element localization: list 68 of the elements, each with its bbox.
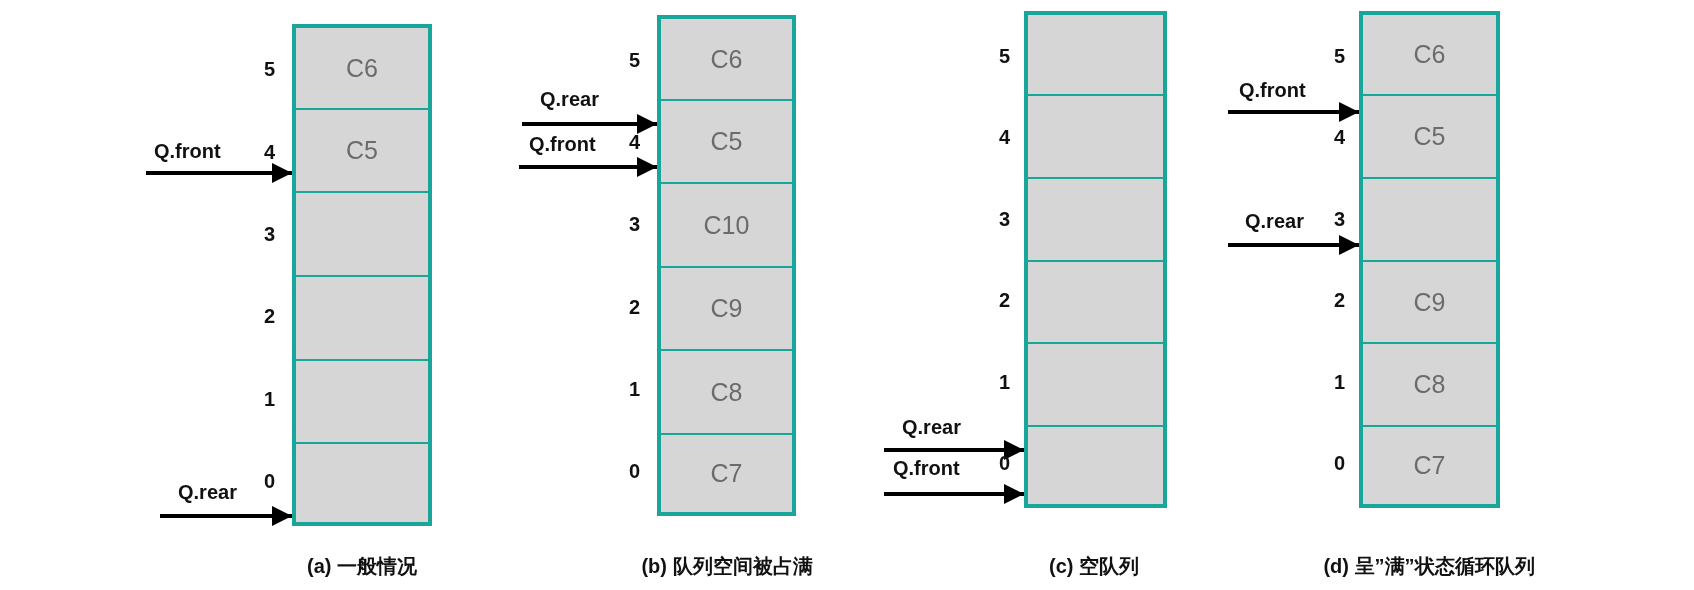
arrow: [519, 157, 657, 177]
queue-cell: [1024, 425, 1167, 508]
queue-cell: C8: [657, 349, 796, 433]
queue-cell: C7: [1359, 425, 1500, 508]
arrow: [1228, 235, 1359, 255]
row-number: 3: [999, 206, 1011, 231]
queue-cell: [1359, 177, 1500, 260]
edge-label: Q.rear: [178, 480, 237, 504]
queue-cell: C5: [292, 108, 432, 191]
row-number: 0: [1334, 451, 1346, 476]
row-number: 3: [629, 212, 641, 237]
queue-cell: C10: [657, 182, 796, 266]
caption: (d) 呈”满”状态循环队列: [1323, 554, 1535, 578]
arrow: [1228, 102, 1359, 122]
queue-cell: C8: [1359, 342, 1500, 425]
queue-cell: C6: [292, 24, 432, 108]
row-number: 0: [999, 451, 1011, 476]
queue-cell: [292, 191, 432, 275]
queue-cell: C6: [1359, 11, 1500, 94]
queue-cell: [1024, 260, 1167, 342]
row-number: 0: [629, 458, 641, 483]
queue-cell: [292, 359, 432, 442]
queue-cell: [1024, 11, 1167, 94]
arrow: [522, 114, 657, 134]
arrow: [884, 440, 1024, 460]
queue-cell: C5: [1359, 94, 1500, 177]
row-number: 4: [629, 130, 641, 155]
caption: (c) 空队列: [1049, 554, 1139, 578]
caption: (a) 一般情况: [307, 554, 417, 578]
row-number: 3: [1334, 206, 1346, 231]
queue-cell: [1024, 342, 1167, 425]
row-number: 3: [264, 221, 276, 246]
queue-cell: [292, 442, 432, 526]
queue-cell: C5: [657, 99, 796, 182]
row-number: 0: [264, 468, 276, 493]
queue-cell: C9: [1359, 260, 1500, 342]
arrow: [160, 506, 292, 526]
queue-cell: [1024, 177, 1167, 260]
queue-cell: C7: [657, 433, 796, 516]
edge-label: Q.rear: [1245, 209, 1304, 233]
queue-cell: C6: [657, 15, 796, 99]
row-number: 2: [1334, 288, 1346, 313]
row-number: 2: [999, 288, 1011, 313]
row-number: 4: [999, 125, 1011, 150]
row-number: 1: [1334, 369, 1346, 394]
row-number: 5: [1334, 43, 1346, 68]
queue-cell: [1024, 94, 1167, 177]
edge-label: Q.front: [154, 139, 221, 163]
queue-cell: C9: [657, 266, 796, 349]
arrow: [884, 484, 1024, 504]
edge-label: Q.front: [1239, 78, 1306, 102]
row-number: 1: [629, 376, 641, 401]
arrow: [146, 163, 292, 183]
row-number: 2: [629, 294, 641, 319]
row-number: 1: [999, 369, 1011, 394]
row-number: 5: [999, 43, 1011, 68]
row-number: 5: [629, 48, 641, 73]
edge-label: Q.rear: [902, 415, 961, 439]
edge-label: Q.rear: [540, 87, 599, 111]
caption: (b) 队列空间被占满: [641, 554, 813, 578]
row-number: 1: [264, 386, 276, 411]
edge-label: Q.front: [529, 132, 596, 156]
row-number: 4: [264, 139, 276, 164]
queue-cell: [292, 275, 432, 359]
row-number: 4: [1334, 125, 1346, 150]
row-number: 2: [264, 304, 276, 329]
row-number: 5: [264, 57, 276, 82]
edge-label: Q.front: [893, 456, 960, 480]
